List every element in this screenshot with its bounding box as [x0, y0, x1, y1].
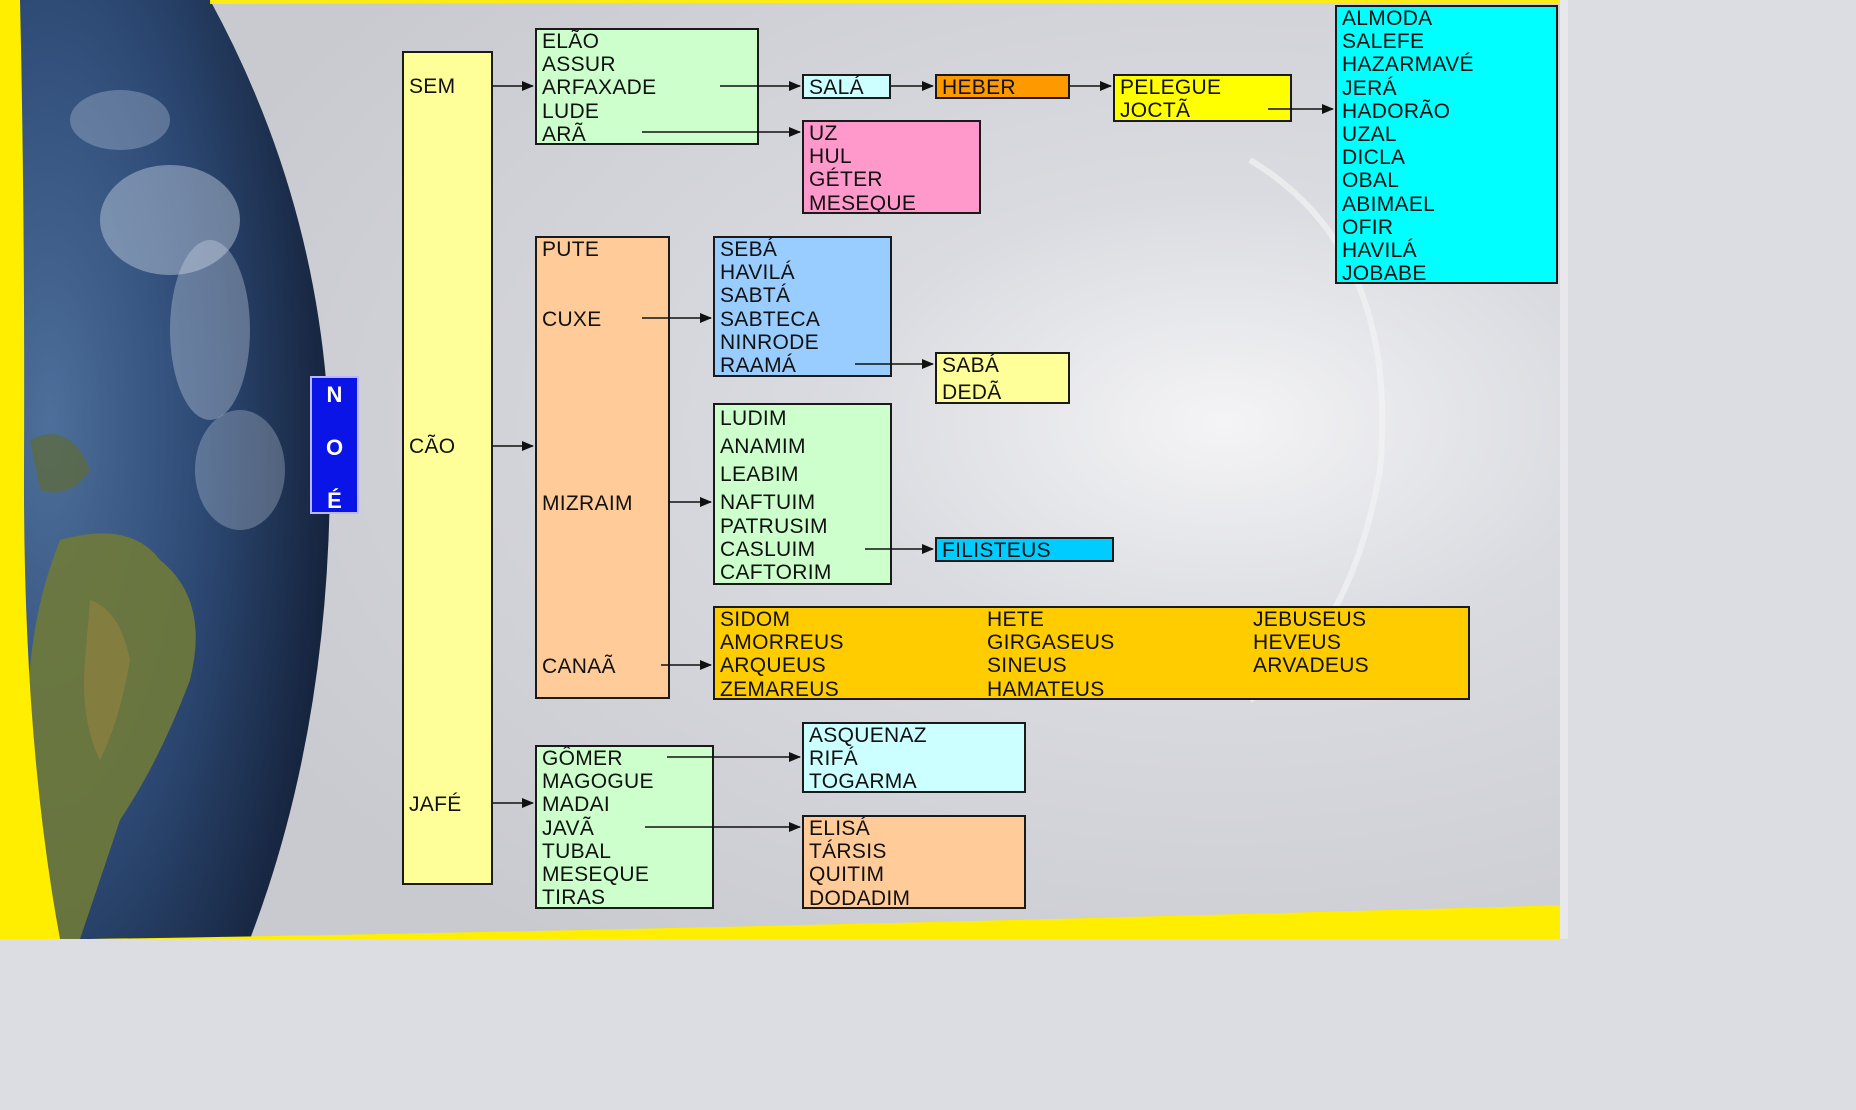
mizraim-sons-box: LUDIM ANAMIM LEABIM NAFTUIM PATRUSIM CAS…	[713, 403, 892, 585]
canaa-son-jebuseus: JEBUSEUS	[1253, 608, 1367, 631]
aram-sons-box: UZ HUL GÉTER MESEQUE	[802, 120, 981, 214]
canaa-col-3: JEBUSEUS HEVEUS ARVADEUS	[1253, 608, 1369, 678]
aram-son-geter: GÉTER	[809, 168, 883, 192]
sem-sons-box: ELÃO ASSUR ARFAXADE LUDE ARÃ	[535, 28, 759, 145]
cuxe-son-sabta: SABTÁ	[720, 284, 791, 308]
sem-son-ara: ARÃ	[542, 122, 587, 145]
sem-son-arfaxade: ARFAXADE	[542, 76, 657, 100]
joctan-son-abimael: ABIMAEL	[1342, 192, 1436, 216]
sala-label: SALÁ	[809, 76, 864, 99]
canaa-son-arvadeus: ARVADEUS	[1253, 654, 1369, 678]
heber-sons-box: PELEGUE JOCTÃ	[1113, 74, 1292, 122]
filisteus-box: FILISTEUS	[935, 537, 1114, 562]
jafe-son-tiras: TIRAS	[542, 886, 606, 909]
cuxe-sons-box: SEBÁ HAVILÁ SABTÁ SABTECA NINRODE RAAMÁ	[713, 236, 892, 377]
cuxe-son-raama: RAAMÁ	[720, 353, 797, 377]
joctan-son-jera: JERÁ	[1342, 76, 1397, 100]
noah-sons-box: SEM CÃO JAFÉ	[402, 51, 493, 885]
mizraim-son-casluim: CASLUIM	[720, 538, 816, 561]
canaa-sons-box: SIDOM AMORREUS ARQUEUS ZEMAREUS HETE GIR…	[713, 606, 1470, 700]
canaa-son-heveus: HEVEUS	[1253, 631, 1342, 655]
joctan-son-almoda: ALMODA	[1342, 7, 1433, 30]
cao-sons-box: PUTE CUXE MIZRAIM CANAÃ	[535, 236, 670, 699]
son-sem: SEM	[409, 75, 456, 98]
heber-son-pelegue: PELEGUE	[1120, 76, 1222, 99]
joctan-son-jobabe: JOBABE	[1342, 262, 1427, 284]
noah-box: N O É	[310, 376, 359, 514]
jafe-son-gomer: GÔMER	[542, 747, 623, 770]
jafe-son-meseque: MESEQUE	[542, 862, 650, 886]
raama-son-saba: SABÁ	[942, 354, 1000, 377]
jafe-sons-box: GÔMER MAGOGUE MADAI JAVÃ TUBAL MESEQUE T…	[535, 745, 714, 909]
gomer-son-asquenaz: ASQUENAZ	[809, 724, 927, 747]
java-son-dodadim: DODADIM	[809, 886, 911, 909]
mizraim-son-leabim: LEABIM	[720, 463, 799, 486]
canaa-son-girgaseus: GIRGASEUS	[987, 631, 1115, 655]
canaa-son-amorreus: AMORREUS	[720, 631, 844, 655]
jafe-son-magogue: MAGOGUE	[542, 770, 654, 794]
raama-sons-box: SABÁ DEDÃ	[935, 352, 1070, 404]
jafe-son-madai: MADAI	[542, 793, 611, 817]
mizraim-son-caftorim: CAFTORIM	[720, 561, 832, 584]
canaa-son-arqueus: ARQUEUS	[720, 654, 826, 678]
gomer-sons-box: ASQUENAZ RIFÁ TOGARMA	[802, 722, 1026, 793]
joctan-son-hadorao: HADORÃO	[1342, 99, 1451, 123]
sem-son-assur: ASSUR	[542, 53, 616, 77]
gomer-son-togarma: TOGARMA	[809, 770, 917, 793]
heber-box: HEBER	[935, 74, 1070, 99]
sem-son-elao: ELÃO	[542, 30, 600, 53]
canaa-col-1: SIDOM AMORREUS ARQUEUS ZEMAREUS	[720, 608, 844, 700]
java-son-quitim: QUITIM	[809, 863, 885, 887]
earth-background	[0, 0, 1568, 939]
canaa-son-hete: HETE	[987, 608, 1045, 631]
aram-son-hul: HUL	[809, 145, 852, 169]
jafe-son-java: JAVÃ	[542, 816, 595, 840]
mizraim-son-anamim: ANAMIM	[720, 435, 806, 458]
cuxe-son-seba: SEBÁ	[720, 238, 778, 261]
canaa-son-sineus: SINEUS	[987, 654, 1067, 678]
joctan-son-hazarmave: HAZARMAVÉ	[1342, 53, 1474, 77]
aram-son-meseque: MESEQUE	[809, 191, 917, 214]
jafe-son-tubal: TUBAL	[542, 839, 612, 863]
noah-letter-n: N	[326, 382, 343, 407]
joctan-son-salefe: SALEFE	[1342, 30, 1425, 54]
mizraim-son-ludim: LUDIM	[720, 407, 787, 430]
heber-label: HEBER	[942, 76, 1016, 99]
java-son-elisa: ELISÁ	[809, 817, 871, 840]
joctan-son-havila: HAVILÁ	[1342, 238, 1417, 262]
joctan-sons-box: ALMODA SALEFE HAZARMAVÉ JERÁ HADORÃO UZA…	[1335, 5, 1558, 284]
cuxe-son-ninrode: NINRODE	[720, 330, 819, 354]
mizraim-son-naftuim: NAFTUIM	[720, 491, 816, 514]
canaa-son-zemareus: ZEMAREUS	[720, 677, 840, 700]
joctan-son-uzal: UZAL	[1342, 122, 1397, 146]
noah-letter-e: É	[327, 488, 342, 513]
canaa-son-hamateus: HAMATEUS	[987, 677, 1105, 700]
java-sons-box: ELISÁ TÁRSIS QUITIM DODADIM	[802, 815, 1026, 909]
joctan-son-ofir: OFIR	[1342, 215, 1394, 239]
cao-son-mizraim: MIZRAIM	[542, 492, 633, 515]
joctan-son-dicla: DICLA	[1342, 146, 1406, 170]
son-cao: CÃO	[409, 435, 456, 458]
sala-box: SALÁ	[802, 74, 891, 99]
cuxe-son-havila: HAVILÁ	[720, 261, 795, 285]
son-jafe: JAFÉ	[409, 793, 462, 816]
filisteus-label: FILISTEUS	[942, 539, 1051, 562]
gomer-son-rifa: RIFÁ	[809, 747, 859, 771]
joctan-son-obal: OBAL	[1342, 169, 1400, 193]
canaa-son-sidom: SIDOM	[720, 608, 791, 631]
mizraim-son-patrusim: PATRUSIM	[720, 515, 828, 538]
cao-son-canaa: CANAÃ	[542, 655, 616, 678]
cao-son-cuxe: CUXE	[542, 308, 602, 331]
sem-son-lude: LUDE	[542, 99, 600, 123]
canaa-col-2: HETE GIRGASEUS SINEUS HAMATEUS	[987, 608, 1115, 700]
cuxe-son-sabteca: SABTECA	[720, 307, 821, 331]
java-son-tarsis: TÁRSIS	[809, 840, 887, 864]
aram-son-uz: UZ	[809, 122, 838, 145]
raama-son-deda: DEDÃ	[942, 381, 1002, 404]
noah-letter-o: O	[325, 435, 344, 460]
cao-son-pute: PUTE	[542, 238, 600, 261]
heber-son-joctan: JOCTÃ	[1120, 99, 1191, 122]
